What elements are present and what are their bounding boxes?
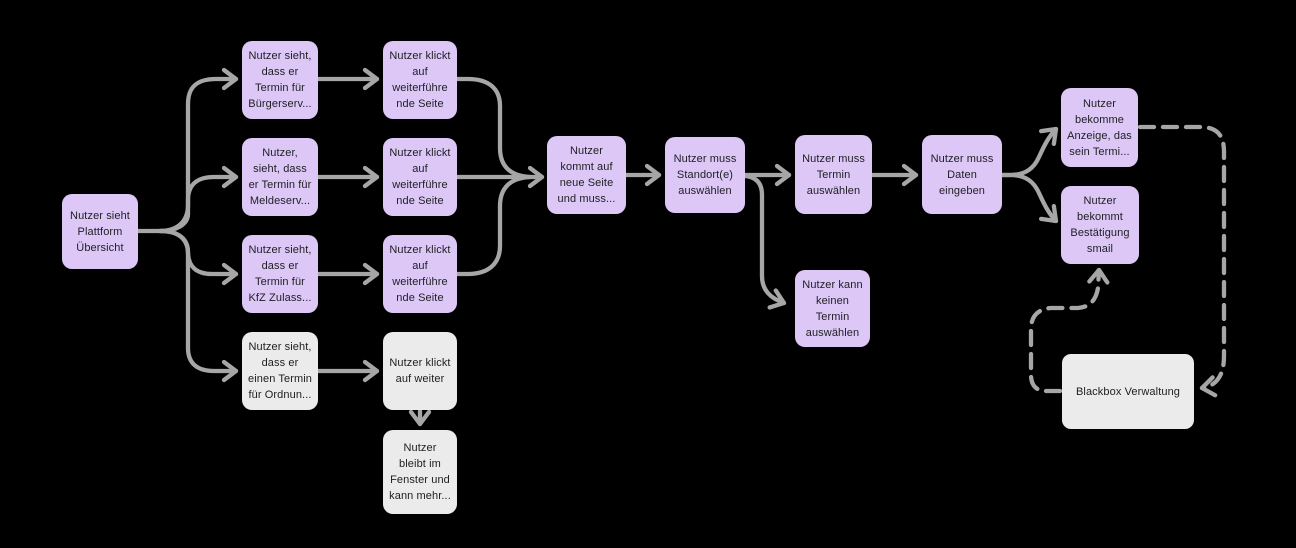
node-blackbox-verwaltung[interactable]: Blackbox Verwaltung [1062, 354, 1194, 429]
node-label: Nutzer klickt auf weiterführe nde Seite [389, 244, 451, 304]
node-label: Nutzer muss Termin auswählen [802, 152, 865, 197]
node-label: Nutzer klickt auf weiterführe nde Seite [389, 147, 451, 207]
node-klickt-auf-weiter[interactable]: Nutzer klickt auf weiter [383, 332, 457, 410]
node-termin-buergerservice[interactable]: Nutzer sieht, dass er Termin für Bürgers… [242, 41, 318, 119]
node-label: Nutzer sieht, dass er einen Termin für O… [248, 341, 312, 401]
node-label: Nutzer bekomme Anzeige, das sein Termi..… [1067, 97, 1132, 158]
node-bestaetigungsmail[interactable]: Nutzer bekommt Bestätigung smail [1061, 186, 1139, 264]
node-label: Nutzer kann keinen Termin auswählen [802, 278, 863, 339]
node-termin-meldeservice[interactable]: Nutzer, sieht, dass er Termin für Meldes… [242, 138, 318, 216]
node-label: Nutzer, sieht, dass er Termin für Meldes… [248, 147, 312, 207]
node-label: Nutzer klickt auf weiter [389, 357, 451, 385]
node-label: Nutzer sieht, dass er Termin für Bürgers… [248, 50, 312, 110]
connector-blackbox-to-bestaetigung [1028, 267, 1110, 394]
node-label: Nutzer kommt auf neue Seite und muss... [557, 145, 616, 205]
connector-uebersicht-to-buergerservice [157, 67, 239, 234]
node-label: Nutzer bekommt Bestätigung smail [1070, 195, 1130, 255]
connector-uebersicht-to-ordnungsamt [157, 228, 239, 383]
node-label: Nutzer sieht Plattform Übersicht [70, 209, 130, 254]
node-label: Nutzer sieht, dass er Termin für KfZ Zul… [248, 244, 312, 304]
node-kein-termin[interactable]: Nutzer kann keinen Termin auswählen [795, 270, 870, 347]
connector-uebersicht-to-meldeservice [157, 165, 239, 234]
node-label: Nutzer muss Daten eingeben [930, 152, 994, 197]
connector-klick3-merge [454, 174, 533, 277]
node-plattform-uebersicht[interactable]: Nutzer sieht Plattform Übersicht [62, 194, 138, 269]
connector-daten-to-anzeige [999, 126, 1059, 178]
node-klickt-weiterfuehrende-3[interactable]: Nutzer klickt auf weiterführe nde Seite [383, 235, 457, 313]
node-anzeige-termin[interactable]: Nutzer bekomme Anzeige, das sein Termi..… [1061, 88, 1138, 167]
node-kommt-auf-neue-seite[interactable]: Nutzer kommt auf neue Seite und muss... [547, 136, 626, 214]
node-bleibt-im-fenster[interactable]: Nutzer bleibt im Fenster und kann mehr..… [383, 430, 457, 514]
node-label: Nutzer muss Standort(e) auswählen [673, 153, 737, 197]
node-standort-auswaehlen[interactable]: Nutzer muss Standort(e) auswählen [665, 137, 745, 213]
node-label: Nutzer klickt auf weiterführe nde Seite [389, 50, 451, 110]
connector-klick1-merge [454, 76, 533, 180]
node-daten-eingeben[interactable]: Nutzer muss Daten eingeben [922, 135, 1002, 214]
node-termin-auswaehlen[interactable]: Nutzer muss Termin auswählen [795, 135, 872, 214]
connector-anzeige-to-blackbox [1137, 124, 1227, 398]
node-label: Nutzer bleibt im Fenster und kann mehr..… [389, 442, 451, 502]
node-termin-kfz-zulassung[interactable]: Nutzer sieht, dass er Termin für KfZ Zul… [242, 235, 318, 313]
connector-standort-to-kein-termin [742, 173, 787, 310]
node-label: Blackbox Verwaltung [1075, 385, 1180, 398]
node-termin-ordnungsamt[interactable]: Nutzer sieht, dass er einen Termin für O… [242, 332, 318, 410]
connector-daten-to-bestaetigung [999, 172, 1059, 224]
node-klickt-weiterfuehrende-1[interactable]: Nutzer klickt auf weiterführe nde Seite [383, 41, 457, 119]
connector-uebersicht-to-kfz [157, 228, 239, 286]
node-klickt-weiterfuehrende-2[interactable]: Nutzer klickt auf weiterführe nde Seite [383, 138, 457, 216]
